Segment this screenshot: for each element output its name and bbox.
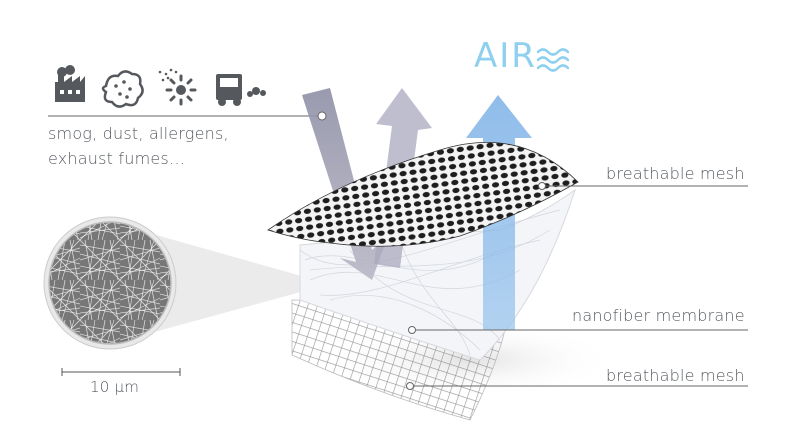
top-mesh-label: breathable mesh bbox=[606, 164, 745, 183]
top-breathable-mesh bbox=[267, 141, 579, 247]
pollutants-label: smog, dust, allergens, exhaust fumes… bbox=[48, 121, 278, 171]
air-waves-icon bbox=[536, 48, 570, 72]
nanofiber-micrograph bbox=[49, 222, 171, 344]
pollutants-line-1: smog, dust, allergens, bbox=[48, 124, 229, 143]
layer-leader-lines bbox=[317, 111, 748, 390]
pollutants-line-2: exhaust fumes… bbox=[48, 149, 186, 168]
bottom-mesh-label: breathable mesh bbox=[606, 366, 745, 385]
scale-label: 10 µm bbox=[90, 378, 140, 396]
factory-icon bbox=[55, 65, 85, 102]
truck-exhaust-icon bbox=[216, 74, 266, 106]
pollen-flower-icon bbox=[158, 68, 197, 106]
dust-icon bbox=[101, 70, 144, 108]
scale-bar bbox=[61, 368, 181, 376]
bottom-breathable-mesh bbox=[292, 260, 512, 420]
membrane-label: nanofiber membrane bbox=[572, 306, 745, 325]
air-label: AIR bbox=[474, 36, 537, 76]
